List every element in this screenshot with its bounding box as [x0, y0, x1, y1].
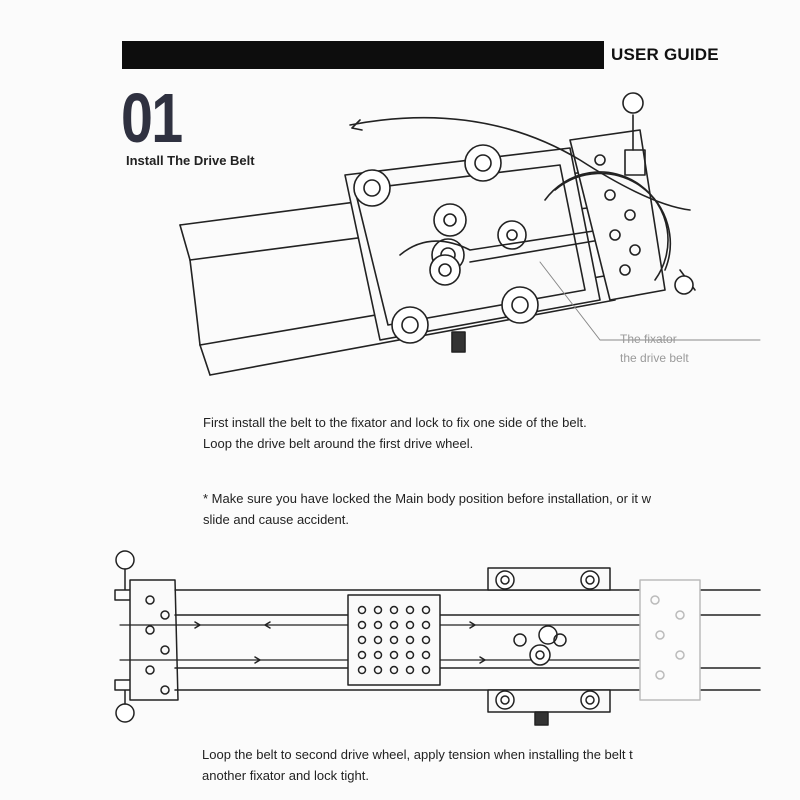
warning-line: slide and cause accident.	[203, 512, 349, 527]
step-title: Install The Drive Belt	[126, 153, 255, 168]
header-bar	[122, 41, 604, 69]
guide-title: USER GUIDE	[611, 45, 719, 64]
instruction-line: Loop the belt to second drive wheel, app…	[202, 747, 633, 762]
instruction-line: Loop the drive belt around the first dri…	[203, 436, 474, 451]
warning-paragraph: * Make sure you have locked the Main bod…	[203, 488, 651, 530]
callout-line-1: The fixator	[620, 332, 677, 346]
callout-line-2: the drive belt	[620, 351, 689, 365]
instruction-line: another fixator and lock tight.	[202, 768, 369, 783]
instruction-line: First install the belt to the fixator an…	[203, 415, 587, 430]
warning-line: * Make sure you have locked the Main bod…	[203, 491, 652, 506]
callout-label: The fixator the drive belt	[620, 330, 689, 368]
instruction-paragraph-2: Loop the belt to second drive wheel, app…	[202, 744, 633, 786]
step-number: 01	[121, 79, 183, 157]
instruction-paragraph-1: First install the belt to the fixator an…	[203, 412, 587, 454]
